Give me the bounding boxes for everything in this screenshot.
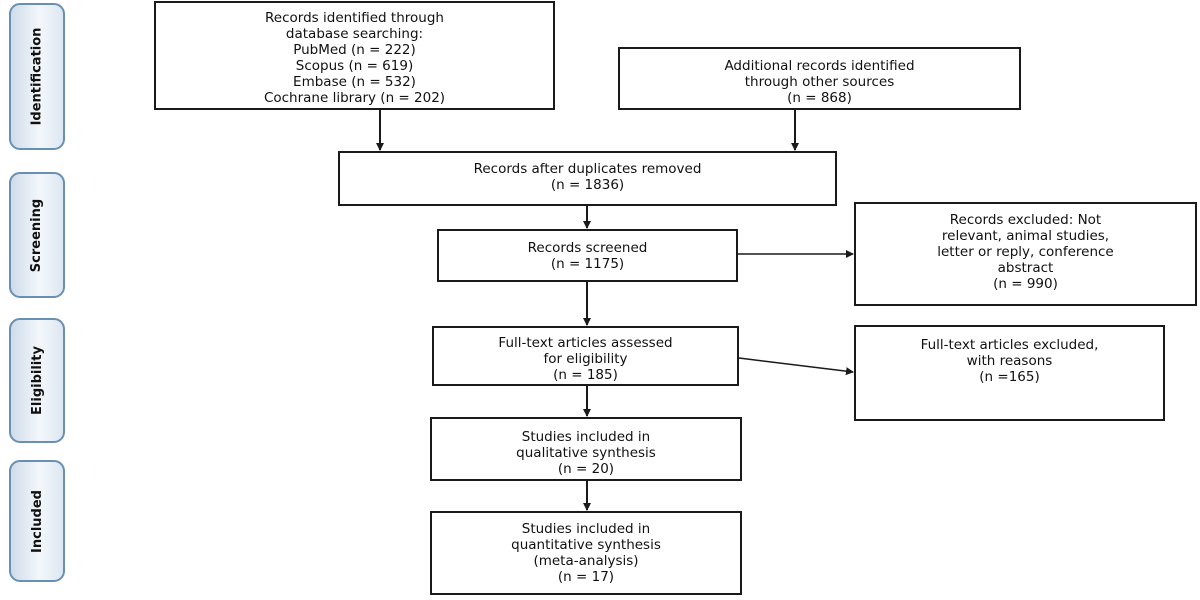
arrow-fulltext-to-excluded — [738, 357, 854, 376]
dedup-line: Records after duplicates removed — [473, 161, 702, 177]
qualitative-synthesis-box: Studies included in qualitative synthesi… — [430, 417, 742, 481]
dedup-line: (n = 1836) — [550, 177, 625, 193]
duplicates-removed-box: Records after duplicates removed (n = 18… — [338, 151, 837, 206]
quantitative-synthesis-box: Studies included in quantitative synthes… — [430, 511, 742, 595]
db-search-line: Scopus (n = 619) — [295, 58, 414, 74]
qualitative-line: (n = 20) — [557, 461, 615, 477]
other-sources-line: through other sources — [744, 74, 895, 90]
db-search-line: Embase (n = 532) — [293, 74, 416, 90]
records-excluded-box: Records excluded: Not relevant, animal s… — [854, 202, 1197, 306]
fulltext-excluded-line: with reasons — [966, 353, 1053, 369]
fulltext-line: (n = 185) — [553, 367, 618, 383]
other-sources-line: Additional records identified — [724, 58, 915, 74]
qualitative-line: Studies included in — [521, 429, 651, 445]
quantitative-line: (n = 17) — [557, 569, 615, 585]
quantitative-line: quantitative synthesis — [511, 537, 661, 553]
stage-identification: Identification — [9, 3, 65, 150]
other-sources-box: Additional records identified through ot… — [618, 47, 1021, 110]
stage-screening: Screening — [9, 172, 65, 298]
database-search-box: Records identified through database sear… — [154, 1, 555, 110]
screened-line: (n = 1175) — [550, 256, 625, 272]
fulltext-excluded-line: Full-text articles excluded, — [920, 337, 1099, 353]
stage-included: Included — [9, 460, 65, 582]
excluded-line: Records excluded: Not — [949, 212, 1102, 228]
qualitative-line: qualitative synthesis — [516, 445, 656, 461]
excluded-line: letter or reply, conference — [937, 244, 1114, 260]
fulltext-line: Full-text articles assessed — [498, 335, 673, 351]
fulltext-assessed-box: Full-text articles assessed for eligibil… — [432, 326, 739, 386]
fulltext-excluded-line: (n =165) — [979, 369, 1040, 385]
other-sources-line: (n = 868) — [787, 90, 852, 106]
fulltext-excluded-box: Full-text articles excluded, with reason… — [854, 325, 1165, 421]
quantitative-line: (meta-analysis) — [533, 553, 639, 569]
excluded-line: (n = 990) — [993, 276, 1058, 292]
quantitative-line: Studies included in — [521, 521, 651, 537]
db-search-line: Cochrane library (n = 202) — [263, 90, 446, 106]
records-screened-box: Records screened (n = 1175) — [437, 229, 738, 282]
fulltext-line: for eligibility — [543, 351, 628, 367]
db-search-line: PubMed (n = 222) — [293, 42, 416, 58]
stage-eligibility: Eligibility — [9, 318, 65, 443]
db-search-line: Records identified through — [265, 10, 444, 26]
excluded-line: abstract — [997, 260, 1054, 276]
excluded-line: relevant, animal studies, — [941, 228, 1110, 244]
screened-line: Records screened — [527, 240, 648, 256]
db-search-line: database searching: — [285, 26, 424, 42]
